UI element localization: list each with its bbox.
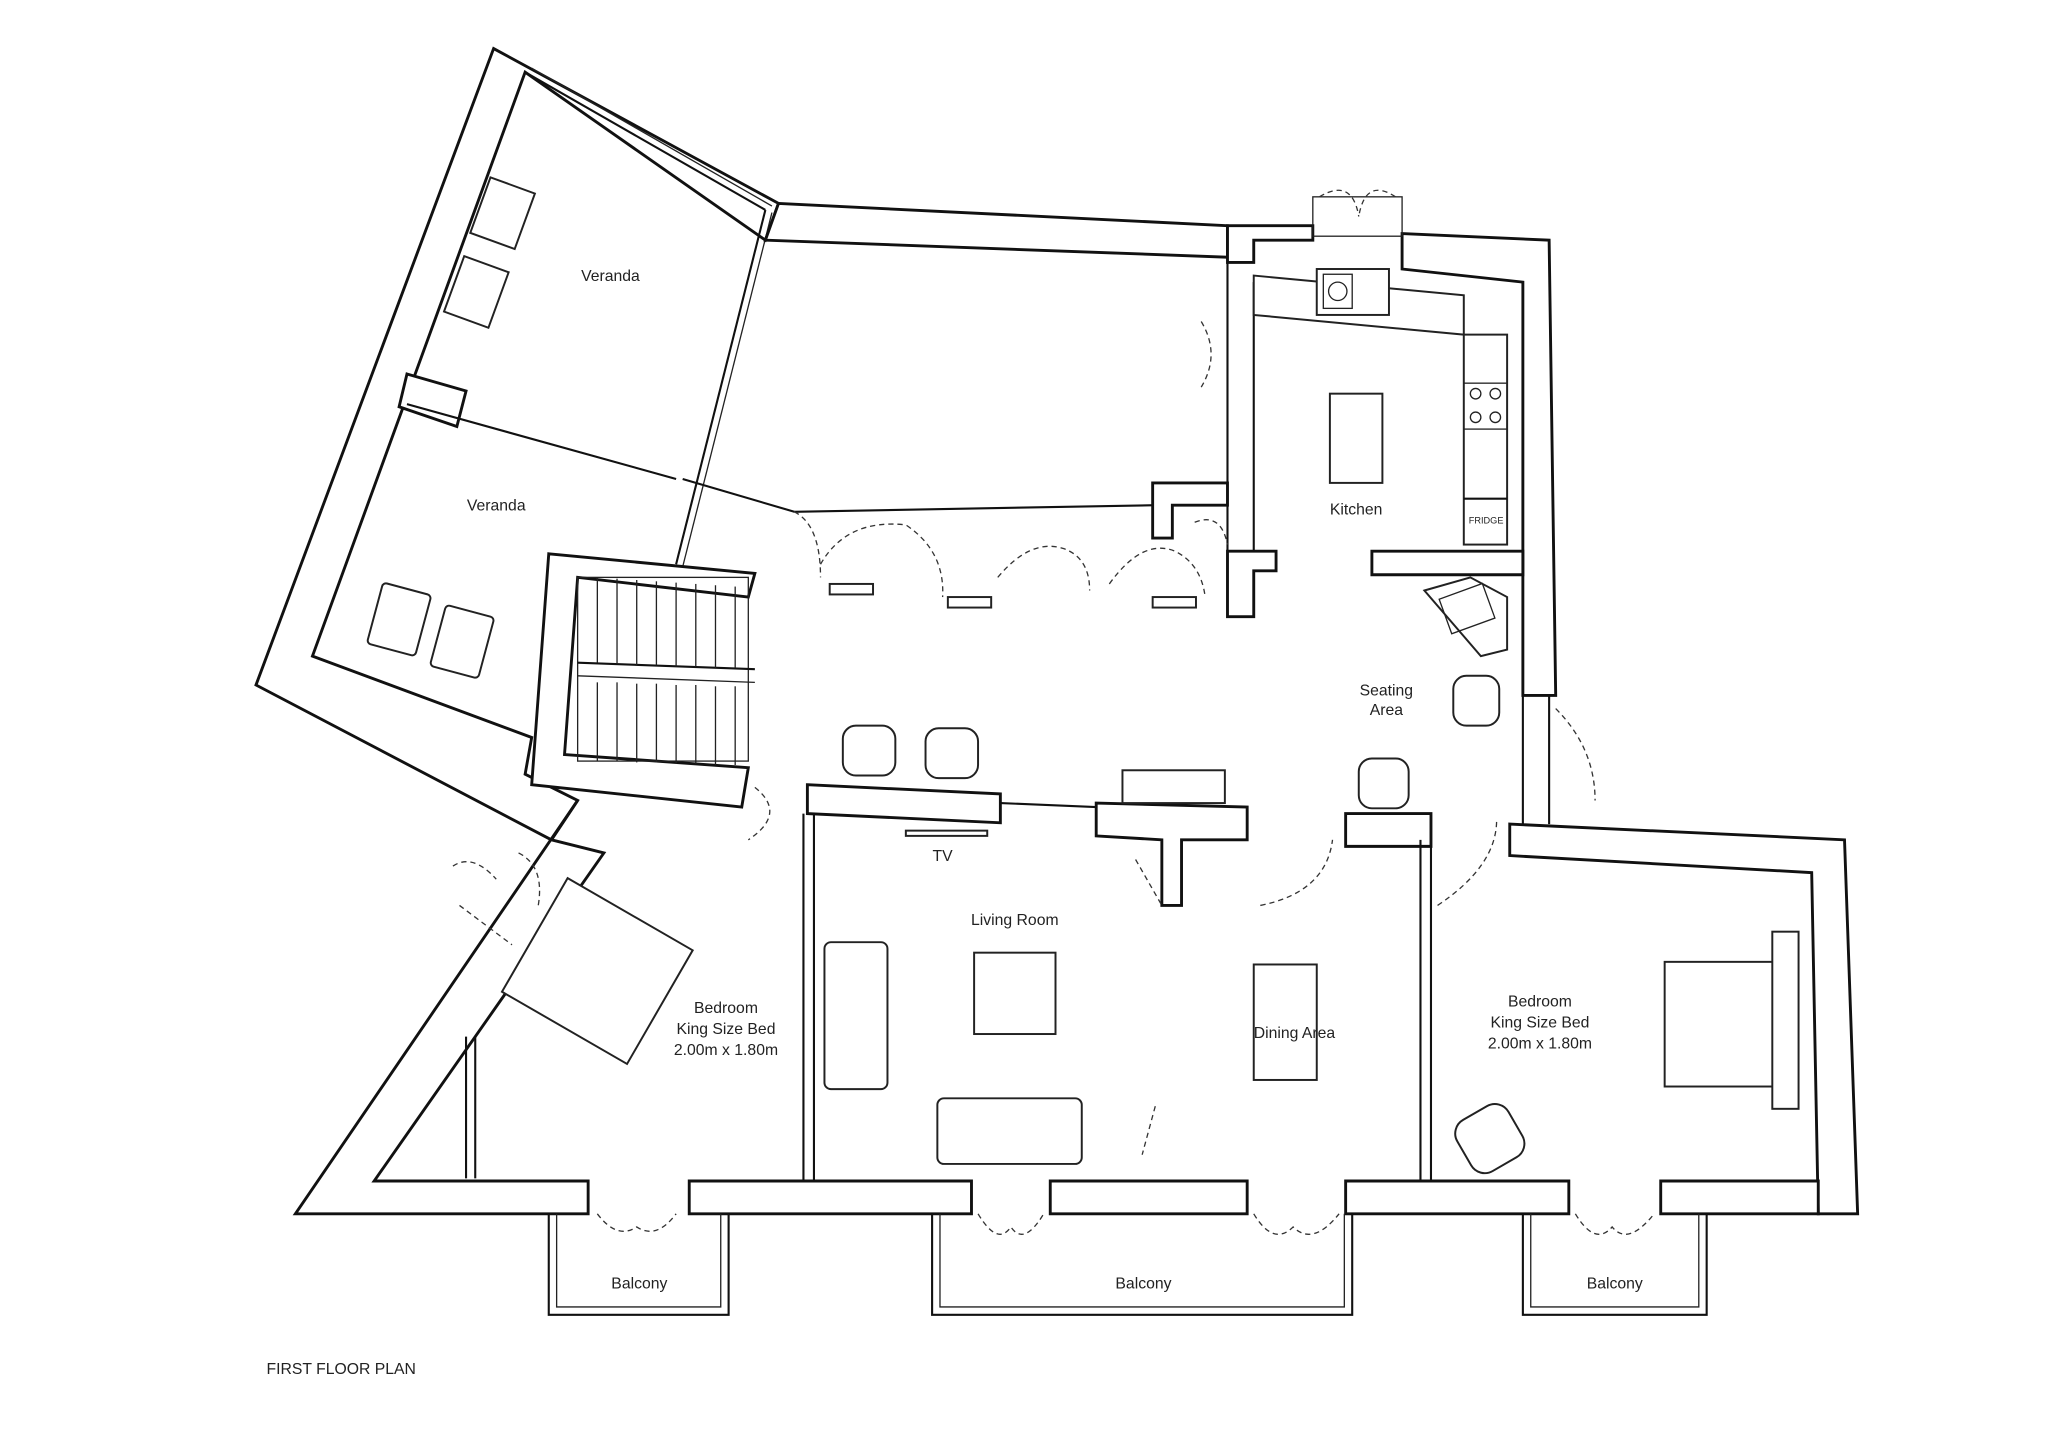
- staircase: [530, 552, 757, 809]
- label-tv: TV: [933, 848, 954, 865]
- label-fridge: FRIDGE: [1469, 516, 1504, 526]
- label-balcony-right: Balcony: [1587, 1276, 1643, 1293]
- label-balcony-left: Balcony: [611, 1276, 667, 1293]
- balconies: [547, 1213, 1708, 1316]
- kitchen-walls: [1194, 189, 1558, 697]
- label-seating-1: Seating: [1360, 682, 1413, 699]
- label-bedroom-right-3: 2.00m x 1.80m: [1488, 1035, 1592, 1052]
- folding-doors: [793, 511, 1206, 609]
- label-veranda-upper: Veranda: [581, 268, 640, 285]
- label-bedroom-right-1: Bedroom: [1508, 993, 1572, 1010]
- label-bedroom-left-3: 2.00m x 1.80m: [674, 1042, 778, 1059]
- furniture: [366, 176, 1800, 1175]
- living-room-walls: [747, 769, 1433, 1181]
- label-living-room: Living Room: [971, 912, 1059, 929]
- label-kitchen: Kitchen: [1330, 501, 1383, 518]
- label-veranda-lower: Veranda: [467, 497, 526, 514]
- label-bedroom-left-1: Bedroom: [694, 1000, 758, 1017]
- upper-room-walls: [763, 201, 1278, 619]
- label-bedroom-left-2: King Size Bed: [677, 1021, 776, 1038]
- label-balcony-middle: Balcony: [1115, 1276, 1171, 1293]
- seating-area-furniture: [841, 576, 1509, 810]
- plan-title: FIRST FLOOR PLAN: [267, 1361, 416, 1378]
- south-walls: [687, 1179, 1820, 1216]
- label-bedroom-right-2: King Size Bed: [1490, 1014, 1589, 1031]
- east-walls: [1260, 695, 1860, 1216]
- label-dining-area: Dining Area: [1254, 1025, 1336, 1042]
- veranda-walls: [254, 46, 1156, 842]
- label-seating-2: Area: [1370, 702, 1404, 719]
